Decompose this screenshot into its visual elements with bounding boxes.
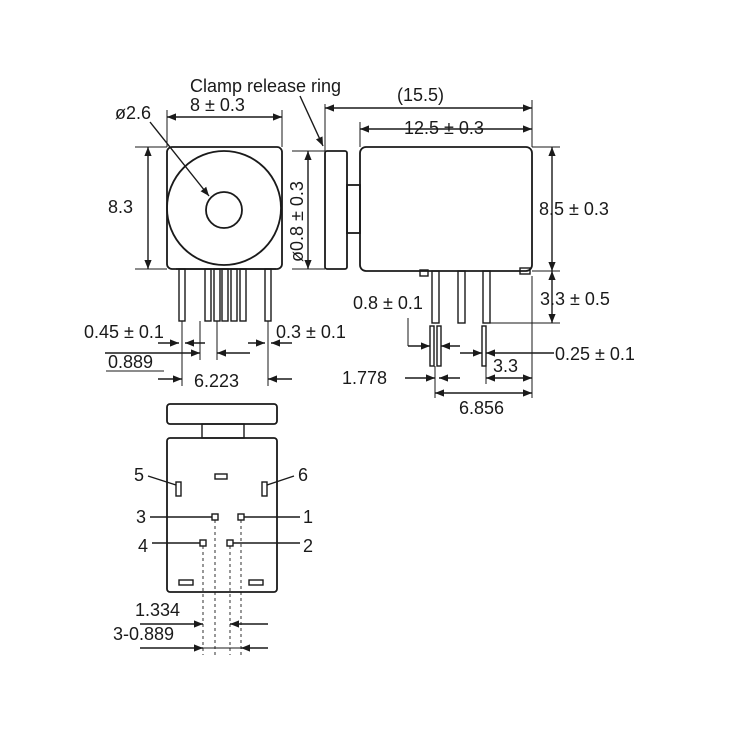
pin-number-1: 1 (303, 507, 313, 527)
front-view (105, 110, 292, 386)
pin-number-4: 4 (138, 536, 148, 556)
label-front-height: 8.3 (108, 197, 133, 217)
shaft-hole (205, 191, 243, 229)
side-leads (429, 270, 491, 367)
pin-numbers: 5 6 3 1 4 2 (134, 465, 313, 556)
dimension-labels: Clamp release ring (15.5) 8 ± 0.3 ø2.6 8… (84, 76, 635, 644)
label-overall-length: (15.5) (397, 85, 444, 105)
bottom-body-outline (166, 437, 278, 593)
shaft-stub (346, 184, 361, 234)
label-pin-width-side: 0.8 ± 0.1 (353, 293, 423, 313)
label-pin-pitch-front: 0.889 (108, 352, 153, 372)
pin-number-3: 3 (136, 507, 146, 527)
label-pin-width-b: 0.3 ± 0.1 (276, 322, 346, 342)
label-pin-thickness: 0.25 ± 0.1 (555, 344, 635, 364)
knob-circle (166, 150, 282, 266)
label-pin-offset: 3.3 (493, 356, 518, 376)
bottom-view (140, 403, 300, 655)
front-leads (176, 268, 276, 322)
label-pin-span-side: 6.856 (459, 398, 504, 418)
label-pin-pitch-side: 1.778 (342, 368, 387, 388)
label-pin-span-front: 6.223 (194, 371, 239, 391)
pin-number-5: 5 (134, 465, 144, 485)
label-hole-dia: ø2.6 (115, 103, 151, 123)
label-pin-length: 3.3 ± 0.5 (540, 289, 610, 309)
label-pad-spacing: 1.334 (135, 600, 180, 620)
label-ring-dia: ø0.8 ± 0.3 (287, 181, 307, 262)
label-pin-width-a: 0.45 ± 0.1 (84, 322, 164, 342)
label-body-length: 12.5 ± 0.3 (404, 118, 484, 138)
label-body-height: 8.5 ± 0.3 (539, 199, 609, 219)
side-body-outline (359, 146, 533, 272)
pin-number-2: 2 (303, 536, 313, 556)
pin-number-6: 6 (298, 465, 308, 485)
side-view (324, 100, 560, 398)
clamp-ring-outline (324, 150, 348, 270)
label-pad-pitch: 3-0.889 (113, 624, 174, 644)
label-clamp-release-ring: Clamp release ring (190, 76, 341, 96)
label-front-width: 8 ± 0.3 (190, 95, 245, 115)
bottom-knob-outline (166, 403, 278, 425)
